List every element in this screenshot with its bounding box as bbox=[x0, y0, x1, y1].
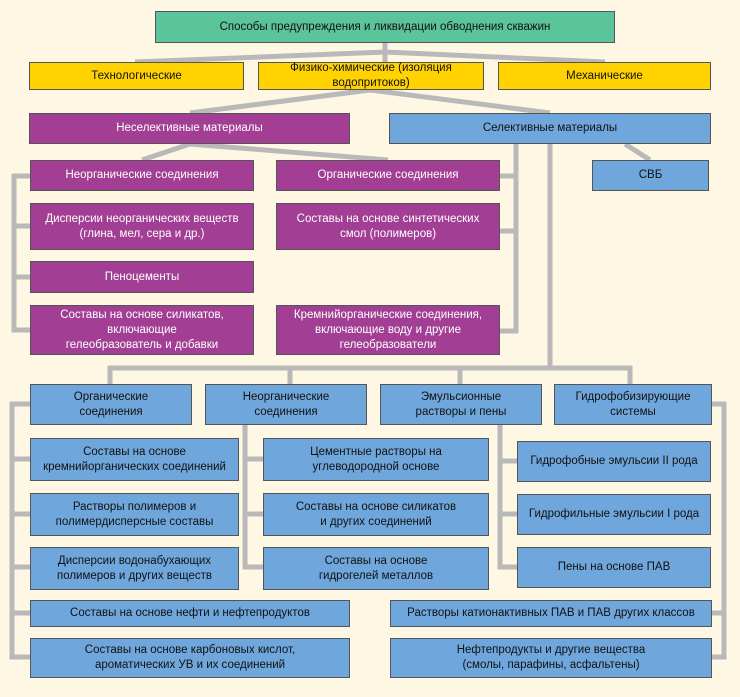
root-node: Способы предупреждения и ликвидации обво… bbox=[155, 11, 615, 43]
nonselective-dispersions-node: Дисперсии неорганических веществ (глина,… bbox=[30, 203, 254, 250]
mechanical-node: Механические bbox=[498, 62, 711, 90]
petroleum-products-node: Нефтепродукты и другие вещества (смолы, … bbox=[390, 638, 712, 678]
emulsion-node: Эмульсионные растворы и пены bbox=[380, 384, 542, 425]
hydrophobic-emulsions-node: Гидрофобные эмульсии II рода bbox=[517, 441, 711, 482]
organosilicon-compositions-node: Составы на основе кремнийорганических со… bbox=[30, 438, 239, 481]
connector bbox=[107, 144, 553, 384]
synthetic-resins-node: Составы на основе синтетических смол (по… bbox=[276, 203, 500, 250]
nonselective-node: Неселективные материалы bbox=[29, 113, 350, 144]
nonselective-inorganic-node: Неорганические соединения bbox=[30, 160, 254, 191]
cationic-surfactants-node: Растворы катионактивных ПАВ и ПАВ других… bbox=[390, 600, 712, 627]
physchem-node: Физико-химические (изоляция водопритоков… bbox=[258, 62, 484, 90]
foamcement-node: Пеноцементы bbox=[30, 261, 254, 293]
connector bbox=[134, 49, 386, 65]
selective-node: Селективные материалы bbox=[389, 113, 711, 144]
silicate-compositions-node: Составы на основе силикатов и других сое… bbox=[263, 493, 489, 536]
connector bbox=[141, 141, 191, 163]
nonselective-organic-node: Органические соединения bbox=[276, 160, 500, 191]
swelling-polymers-node: Дисперсии водонабухающих полимеров и дру… bbox=[30, 547, 239, 590]
connector bbox=[369, 87, 551, 116]
connector bbox=[11, 173, 30, 333]
connector bbox=[623, 141, 652, 163]
organosilicon-node: Кремнийорганические соединения, включающ… bbox=[276, 305, 500, 355]
connector bbox=[189, 87, 371, 116]
hydrophilic-emulsions-node: Гидрофильные эмульсии I рода bbox=[517, 494, 711, 535]
metal-hydrogels-node: Составы на основе гидрогелей металлов bbox=[263, 547, 489, 590]
technological-node: Технологические bbox=[29, 62, 244, 90]
hydrocarbon-cement-node: Цементные растворы на углеводородной осн… bbox=[263, 438, 489, 481]
connector bbox=[497, 425, 517, 570]
connector bbox=[189, 141, 389, 163]
selective-organic-node: Органические соединения bbox=[30, 384, 192, 425]
svb-node: СВБ bbox=[592, 160, 709, 191]
connector bbox=[712, 401, 727, 660]
selective-inorganic-node: Неорганические соединения bbox=[205, 384, 367, 425]
connector bbox=[9, 401, 30, 660]
carboxylic-acids-node: Составы на основе карбоновых кислот, аро… bbox=[30, 638, 350, 678]
connector bbox=[550, 365, 633, 384]
surfactant-foams-node: Пены на основе ПАВ bbox=[517, 547, 711, 588]
hydrophobizing-node: Гидрофобизирующие системы bbox=[554, 384, 712, 425]
connector bbox=[500, 144, 519, 334]
silicates-node: Составы на основе силикатов, включающие … bbox=[30, 305, 254, 355]
connector bbox=[242, 425, 263, 570]
polymer-solutions-node: Растворы полимеров и полимердисперсные с… bbox=[30, 493, 239, 536]
connector bbox=[384, 49, 606, 65]
oil-compositions-node: Составы на основе нефти и нефтепродуктов bbox=[30, 600, 350, 627]
